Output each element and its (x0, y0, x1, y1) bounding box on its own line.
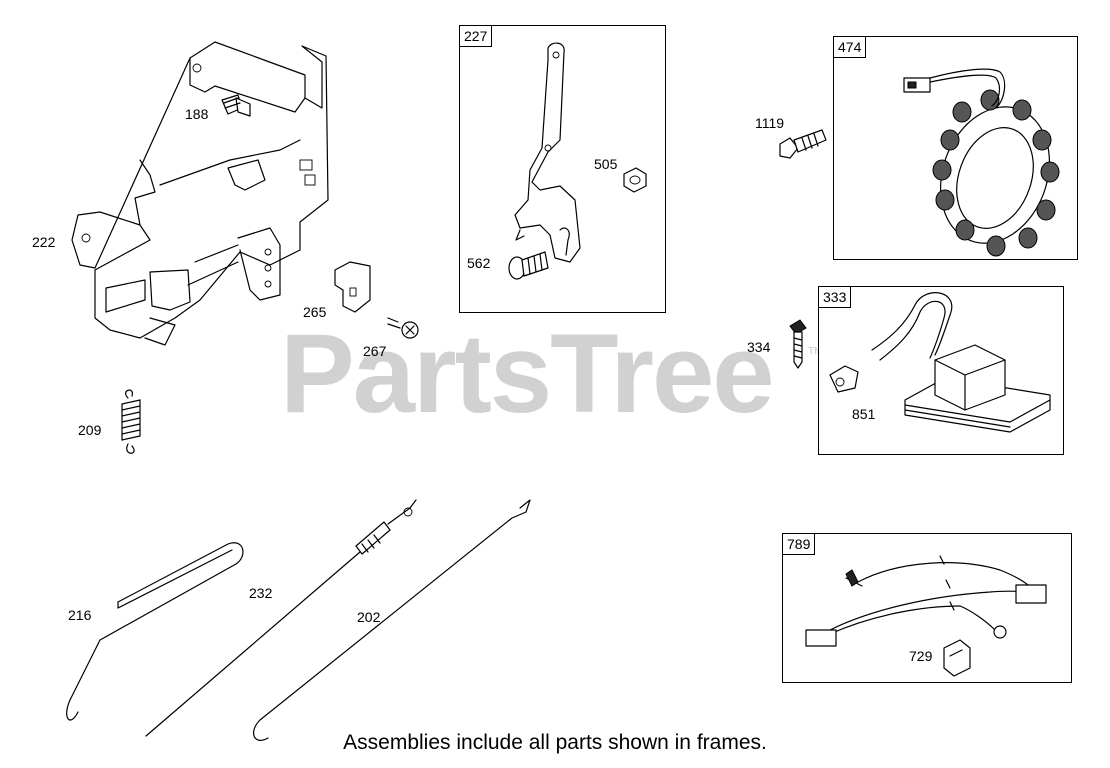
part-label-851[interactable]: 851 (852, 406, 876, 422)
bolt-188-drawing (221, 94, 251, 117)
part-label-232[interactable]: 232 (249, 585, 273, 601)
part-label-188[interactable]: 188 (185, 106, 209, 122)
control-bracket-drawing (71, 41, 329, 346)
bolt-1119-drawing (779, 129, 827, 159)
frame-333-tag[interactable]: 333 (818, 286, 852, 308)
parts-tree-watermark: PartsTree (280, 311, 775, 436)
part-label-729[interactable]: 729 (909, 648, 933, 664)
harness-789-drawing (805, 555, 1047, 677)
rod-216-drawing (66, 542, 244, 721)
part-label-1119[interactable]: 1119 (755, 115, 785, 131)
screw-562-drawing (508, 251, 549, 280)
frame-227-tag[interactable]: 227 (459, 25, 493, 47)
frame-789: 789 (782, 533, 1072, 683)
part-label-222[interactable]: 222 (32, 234, 56, 250)
rod-202-drawing (252, 499, 531, 741)
spring-209-drawing (121, 389, 141, 454)
coil-333-drawing (829, 292, 1051, 433)
part-label-265[interactable]: 265 (303, 304, 327, 320)
frame-474-tag[interactable]: 474 (833, 36, 867, 58)
clip-265-drawing (334, 261, 371, 313)
nut-505-drawing (623, 167, 647, 193)
screw-267-drawing (387, 317, 419, 339)
part-label-505[interactable]: 505 (594, 156, 618, 172)
trademark-mark: TM (808, 346, 823, 357)
lever-227-drawing (514, 42, 581, 263)
part-label-202[interactable]: 202 (357, 609, 381, 625)
assemblies-caption: Assemblies include all parts shown in fr… (343, 731, 767, 754)
screw-334-drawing (789, 319, 807, 369)
cable-232-drawing (145, 499, 417, 737)
part-label-562[interactable]: 562 (467, 255, 491, 271)
stator-474-drawing (903, 68, 1060, 257)
part-label-216[interactable]: 216 (68, 607, 92, 623)
frame-789-tag[interactable]: 789 (782, 533, 816, 555)
part-label-267[interactable]: 267 (363, 343, 387, 359)
part-label-209[interactable]: 209 (78, 422, 102, 438)
part-label-334[interactable]: 334 (747, 339, 771, 355)
